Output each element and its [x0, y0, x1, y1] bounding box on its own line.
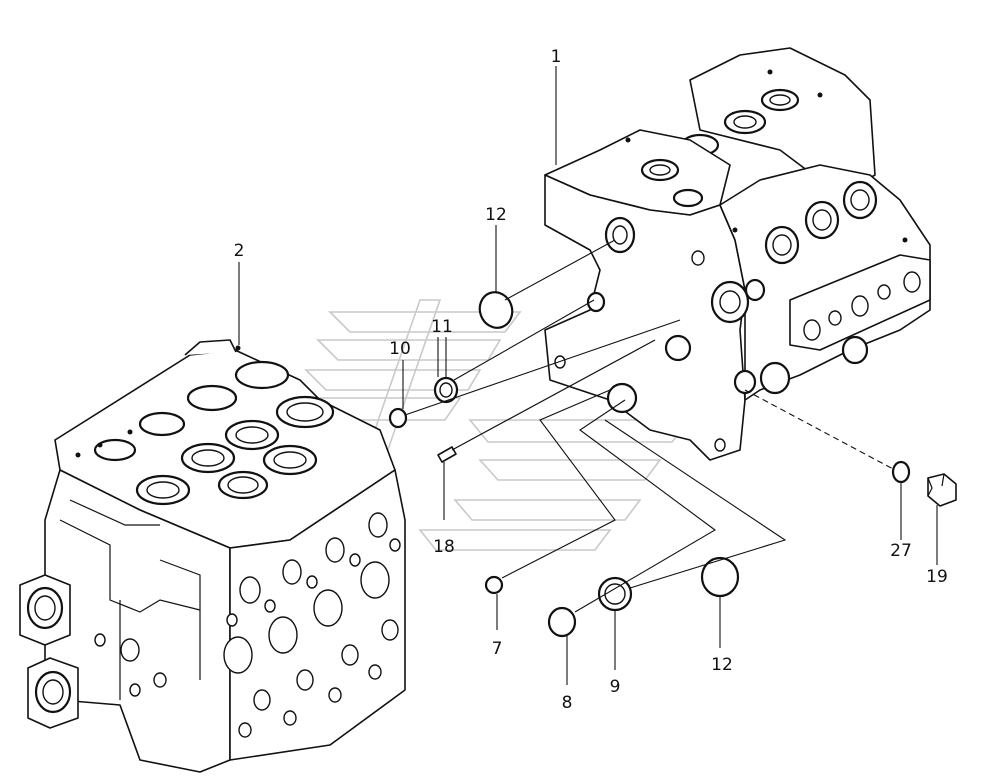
leader-lines: [238, 66, 938, 685]
pin-18: [437, 339, 656, 463]
label-part-1: 1: [551, 47, 562, 67]
label-part-27: 27: [890, 541, 912, 561]
label-part-2: 2: [234, 241, 245, 261]
label-part-8: 8: [562, 693, 573, 713]
valve-block-part-2: [19, 339, 406, 773]
label-part-7: 7: [492, 639, 503, 659]
label-part-10: 10: [389, 339, 411, 359]
o-ring-27: [891, 460, 911, 484]
o-ring-8: [547, 606, 577, 638]
valve-body-part-1: [544, 47, 931, 461]
o-ring-10: [388, 407, 408, 429]
o-ring-12-upper: [478, 291, 514, 329]
label-part-18: 18: [433, 537, 455, 557]
o-ring-7: [484, 575, 504, 595]
label-part-11: 11: [431, 317, 453, 337]
label-part-12-lower: 12: [711, 655, 733, 675]
label-part-9: 9: [610, 677, 621, 697]
label-part-12-upper: 12: [485, 205, 507, 225]
plug-19: [927, 473, 957, 507]
label-part-19: 19: [926, 567, 948, 587]
backup-ring-9: [597, 576, 633, 612]
backup-ring-11: [433, 376, 459, 404]
